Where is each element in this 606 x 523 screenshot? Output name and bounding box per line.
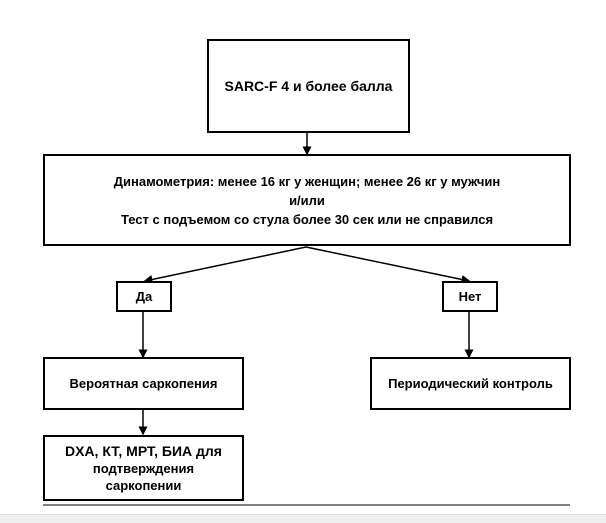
monitoring-label: Периодический контроль xyxy=(388,376,553,391)
yes-label: Да xyxy=(135,289,153,304)
no-label: Нет xyxy=(458,289,482,304)
probable-label: Вероятная саркопения xyxy=(69,376,218,391)
criteria-line-3: Тест с подъемом со стула более 30 сек ил… xyxy=(120,211,494,227)
start-label: SARC-F 4 и более балла xyxy=(224,77,393,94)
criteria-node: Динамометрия: менее 16 кг у женщин; мене… xyxy=(43,154,571,246)
arrow-criteria-to-yes xyxy=(143,246,307,284)
arrow-criteria-to-no xyxy=(305,246,471,284)
bottom-strip xyxy=(0,514,606,523)
confirm-node: DXA, КТ, МРТ, БИА для подтверждения сарк… xyxy=(43,435,244,501)
confirm-line-2: подтверждения xyxy=(92,460,195,476)
yes-node: Да xyxy=(116,281,172,312)
criteria-line-1: Динамометрия: менее 16 кг у женщин; мене… xyxy=(113,173,501,189)
no-node: Нет xyxy=(442,281,498,312)
criteria-line-2: и/или xyxy=(289,192,325,208)
monitoring-node: Периодический контроль xyxy=(370,357,571,410)
confirm-line-1: DXA, КТ, МРТ, БИА для xyxy=(65,442,222,459)
probable-node: Вероятная саркопения xyxy=(43,357,244,410)
confirm-line-3: саркопении xyxy=(105,477,182,493)
start-node: SARC-F 4 и более балла xyxy=(207,39,410,133)
